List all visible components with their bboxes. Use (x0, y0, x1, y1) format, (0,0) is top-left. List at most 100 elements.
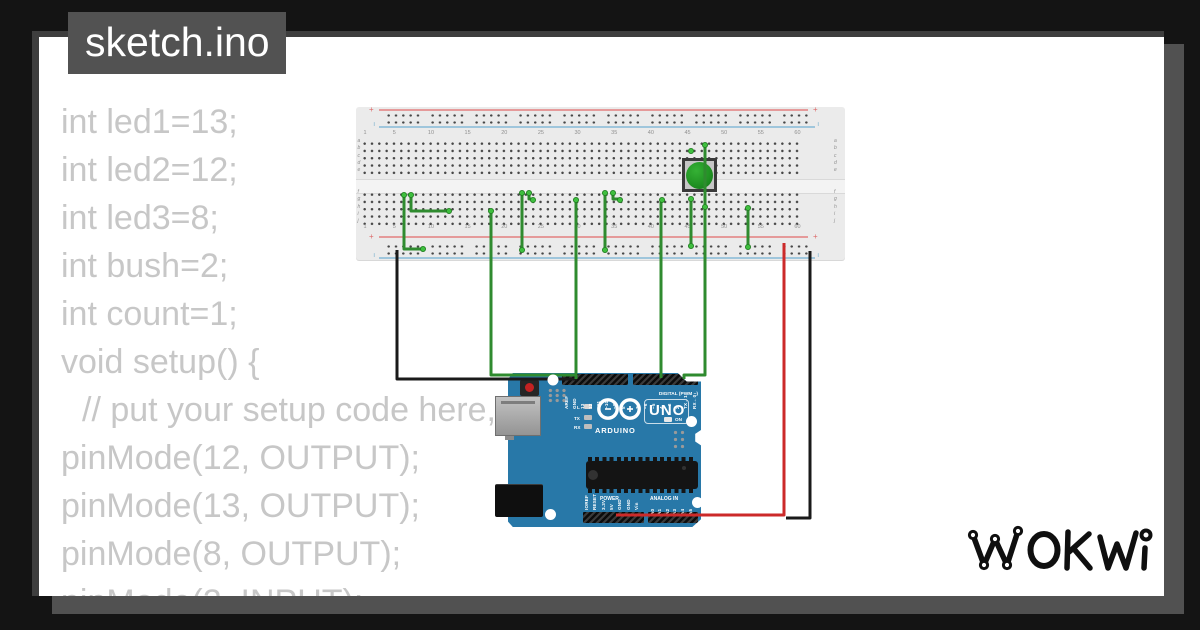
on-led (664, 417, 672, 422)
pin-label: 12 (587, 403, 593, 409)
pin-label: AREF (563, 395, 569, 409)
column-number: 30 (574, 223, 581, 230)
pin-label: A4 (679, 508, 685, 515)
row-letter: b (834, 145, 837, 152)
pin-label: A5 (687, 508, 693, 515)
pin-label: A3 (672, 508, 678, 515)
rail-dots-top (385, 112, 809, 124)
column-number: 50 (721, 223, 728, 230)
pin-label: 13 (579, 403, 585, 409)
row-letter: e (834, 167, 837, 174)
mounting-hole (686, 416, 697, 427)
terminal-strip-top (361, 139, 803, 177)
code-line: int led2=12; (61, 151, 238, 189)
pushbutton (686, 162, 713, 189)
analog-header (648, 512, 698, 523)
on-label: ON (675, 417, 682, 422)
sketch-title: sketch.ino (85, 19, 270, 65)
column-number: 1 (363, 223, 367, 230)
card-border (32, 31, 39, 596)
pin-label: 8 (620, 406, 626, 409)
sketch-title-tab: sketch.ino (68, 12, 286, 74)
row-letter: i (834, 210, 836, 217)
pin-label: GND (625, 499, 631, 510)
column-number: 1 (363, 129, 367, 136)
rx-label: RX (574, 425, 581, 430)
code-line: pinMode(12, OUTPUT); (61, 439, 420, 477)
column-number: 30 (574, 129, 581, 136)
pin-label: ~11 (596, 400, 602, 409)
row-letter: i (357, 210, 359, 217)
column-number: 40 (647, 223, 654, 230)
column-number: 15 (464, 223, 471, 230)
row-letter: f (357, 189, 359, 195)
mounting-hole (545, 509, 556, 520)
row-letter: a (357, 138, 361, 144)
arduino-label: ARDUINO (595, 426, 636, 435)
pin-label: ~5 (650, 403, 656, 409)
led-l-label: L (577, 405, 580, 410)
column-number: 55 (757, 129, 764, 136)
row-letter: h (357, 203, 361, 210)
column-number: 60 (794, 129, 801, 136)
code-line: int bush=2; (61, 247, 229, 285)
minus-marker: − (369, 121, 379, 127)
row-letter: c (834, 152, 837, 159)
rail-line-positive (379, 109, 808, 111)
pin-label: IOREF (584, 494, 589, 510)
row-letter: e (357, 167, 361, 174)
pin-label: 7 (634, 406, 640, 409)
code-line: int led3=8; (61, 199, 219, 237)
row-letter: c (357, 152, 361, 159)
reset-button-cap (525, 383, 534, 392)
power-label: POWER (600, 496, 619, 502)
code-line: pinMode(8, OUTPUT); (61, 535, 402, 573)
usb-connector (495, 396, 541, 436)
code-line: void setup() { (61, 343, 260, 381)
led-l-indicator (584, 404, 592, 409)
column-number: 10 (427, 129, 435, 136)
plus-marker: + (369, 232, 374, 241)
rx-led (584, 424, 592, 429)
code-line: pinMode(2, INPUT); (61, 578, 961, 596)
column-number: 35 (611, 129, 618, 136)
pin-label: ~3 (667, 403, 673, 409)
column-number: 35 (611, 223, 618, 230)
row-letter: b (357, 145, 361, 152)
pin-label: A1 (657, 508, 663, 515)
icsp-header-1 (547, 388, 567, 403)
terminal-strip-bottom (361, 190, 803, 228)
row-letter: j (834, 218, 836, 225)
column-number: 40 (647, 129, 654, 136)
power-jack (495, 484, 543, 517)
pin-label: ~9 (612, 403, 618, 409)
rail-line-negative (379, 126, 815, 128)
column-number: 5 (392, 223, 396, 230)
column-number: 45 (684, 129, 691, 136)
row-letter: a (834, 138, 837, 144)
column-number: 20 (501, 223, 508, 230)
power-header (583, 512, 644, 523)
minus-marker: − (369, 252, 379, 258)
pin-label: ~10 (604, 400, 610, 409)
pin-label: GND (617, 499, 623, 510)
column-number: 5 (392, 129, 396, 136)
rail-dots-bottom (385, 243, 809, 255)
rail-line-negative (379, 257, 815, 259)
code-line: int led1=13; (61, 103, 238, 141)
pin-label: RESET (592, 493, 598, 510)
minus-marker: − (813, 252, 823, 258)
row-letter: g (834, 196, 837, 203)
atmega-chip (586, 461, 698, 489)
plus-marker: + (369, 105, 374, 114)
column-number: 20 (501, 129, 508, 136)
pin-label: RX←0 (691, 394, 697, 409)
icsp-header-2 (672, 429, 686, 450)
code-snippet: int led1=13; int led2=12; int led3=8; int b… (61, 98, 961, 596)
digital-header-left (562, 374, 628, 385)
rail-line-positive (379, 236, 808, 238)
pin-label: TX→1 (683, 395, 689, 409)
pin-label: A0 (649, 508, 655, 515)
